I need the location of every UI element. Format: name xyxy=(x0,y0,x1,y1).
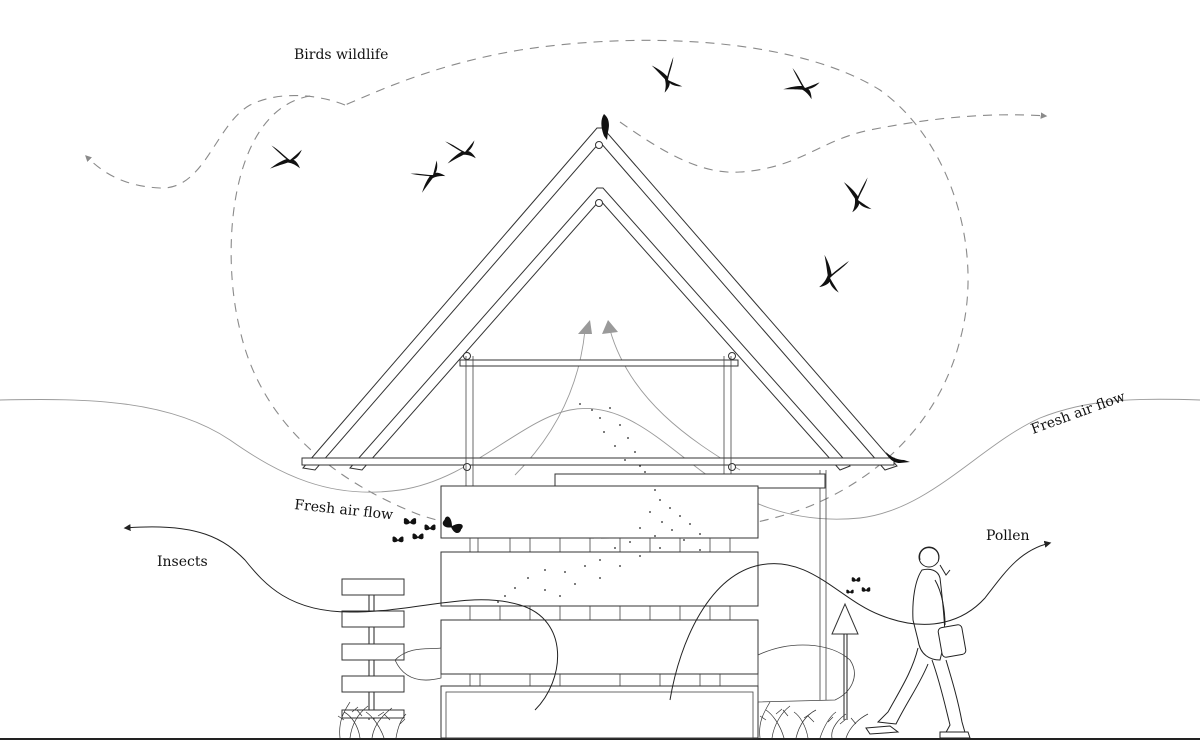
perched-bird-icon xyxy=(601,114,609,140)
butterfly-icon xyxy=(392,536,404,543)
air-arrowhead-left xyxy=(578,320,592,334)
plants-right xyxy=(759,701,869,739)
butterfly-icon xyxy=(412,533,424,540)
birds-flight-loop-path xyxy=(230,39,969,539)
swallow-bird-icon xyxy=(782,67,822,101)
swallow-bird-icon xyxy=(267,142,304,171)
butterfly-icon xyxy=(424,524,436,531)
fresh-air-flow-label-right: Fresh air flow xyxy=(1029,389,1128,438)
fresh-air-flow-label-left: Fresh air flow xyxy=(294,497,394,523)
swallow-bird-icon xyxy=(407,155,448,195)
butterfly-icon xyxy=(851,577,861,582)
swallow-bird-icon xyxy=(818,254,850,294)
butterfly-icon xyxy=(861,587,871,592)
perched-bird-icon xyxy=(886,452,910,463)
air-rise-arrow-right xyxy=(609,329,741,471)
swallow-bird-icon xyxy=(649,54,689,96)
air-arrowhead-right xyxy=(602,320,618,334)
pollen-flow-arrow[interactable] xyxy=(669,540,1052,701)
pollen-particles xyxy=(497,403,701,603)
air-rise-arrow-left xyxy=(514,329,586,476)
plants-left xyxy=(337,701,407,739)
birds-flight-path-right xyxy=(619,112,1048,173)
pollen-label: Pollen xyxy=(986,528,1030,544)
rock-right xyxy=(757,644,855,703)
signpost-left xyxy=(341,578,405,720)
person-walking-icon xyxy=(865,546,971,739)
insects-label: Insects xyxy=(157,554,208,570)
rock-left xyxy=(394,647,442,681)
butterfly-icon xyxy=(846,589,854,594)
birds-flight-path-left xyxy=(85,94,346,189)
fresh-air-flow-wave xyxy=(0,398,1200,520)
swallow-bird-icon xyxy=(441,133,479,166)
birds-group xyxy=(267,54,910,463)
insects-flow-arrow[interactable] xyxy=(123,524,559,711)
garden-lamp xyxy=(831,602,859,720)
swallow-bird-icon xyxy=(841,173,879,216)
birds-wildlife-label: Birds wildlife xyxy=(294,47,388,63)
butterfly-icon xyxy=(403,518,417,525)
insect-hotel-body xyxy=(440,473,826,739)
